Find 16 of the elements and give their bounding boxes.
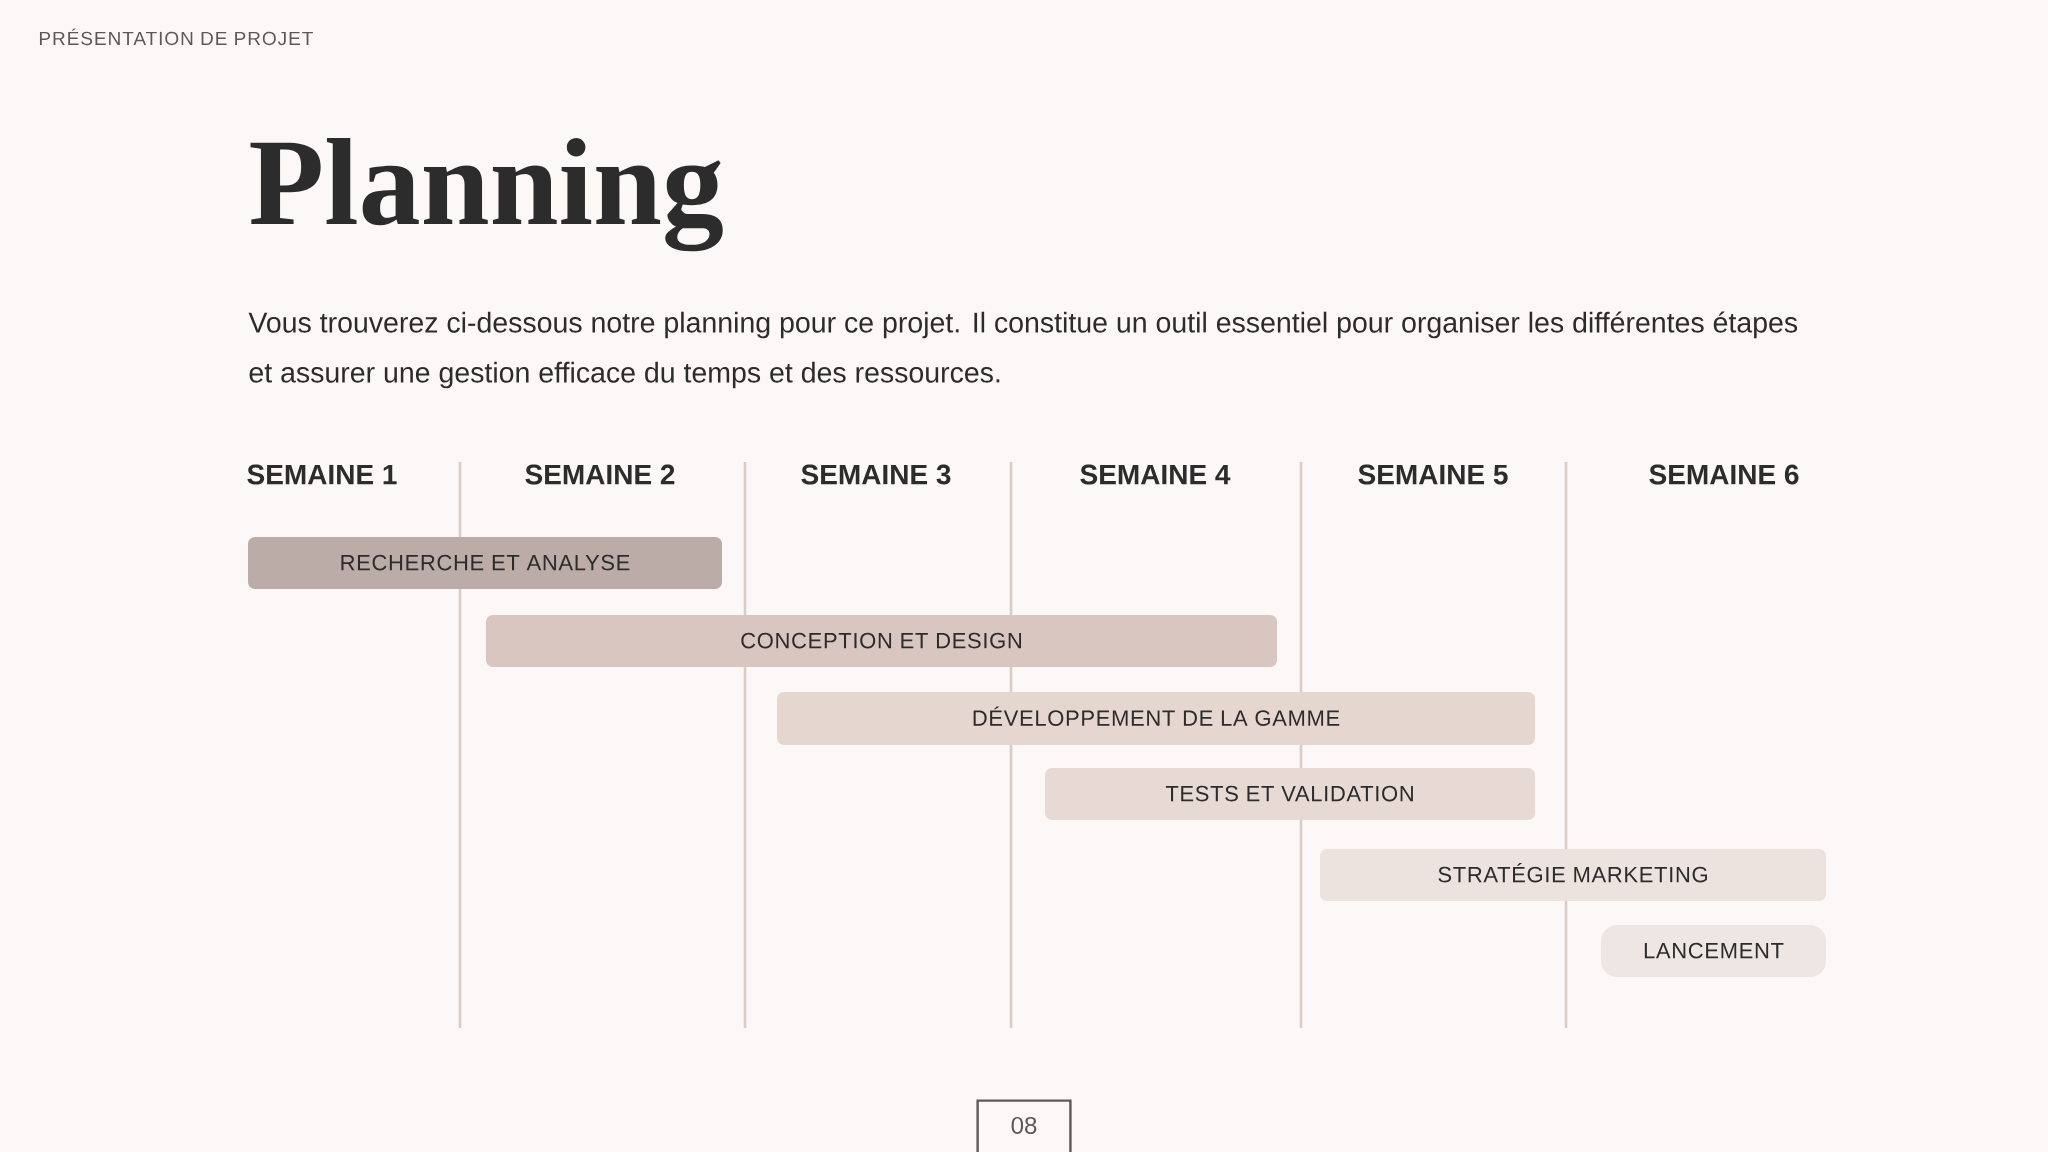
column-header: SEMAINE 5 xyxy=(1358,464,1508,485)
header-text: PRÉSENTATION DE PROJET xyxy=(39,28,313,46)
column-header: SEMAINE 4 xyxy=(1080,464,1231,485)
task-bar: RECHERCHE ET ANALYSE xyxy=(248,537,722,589)
task-bar: LANCEMENT xyxy=(1601,925,1826,977)
column-header: SEMAINE 6 xyxy=(1649,464,1799,485)
task-bar: DÉVELOPPEMENT DE LA GAMME xyxy=(777,692,1536,745)
title: Planning xyxy=(250,137,723,252)
column-header: SEMAINE 1 xyxy=(247,464,397,485)
column-header: SEMAINE 3 xyxy=(801,464,951,485)
page-number-box: 08 xyxy=(976,1099,1072,1152)
intro-paragraph: Vous trouverez ci-dessous notre planning pour ce projet. Il constitue un outil essentiel pour organiser les différentes étapes et assurer une gestion efficace du temps et des ressources. xyxy=(248,311,1798,389)
column-header: SEMAINE 2 xyxy=(525,464,675,485)
task-bar: CONCEPTION ET DESIGN xyxy=(486,615,1278,667)
task-bar: TESTS ET VALIDATION xyxy=(1045,768,1536,820)
task-bar: STRATÉGIE MARKETING xyxy=(1320,849,1827,901)
